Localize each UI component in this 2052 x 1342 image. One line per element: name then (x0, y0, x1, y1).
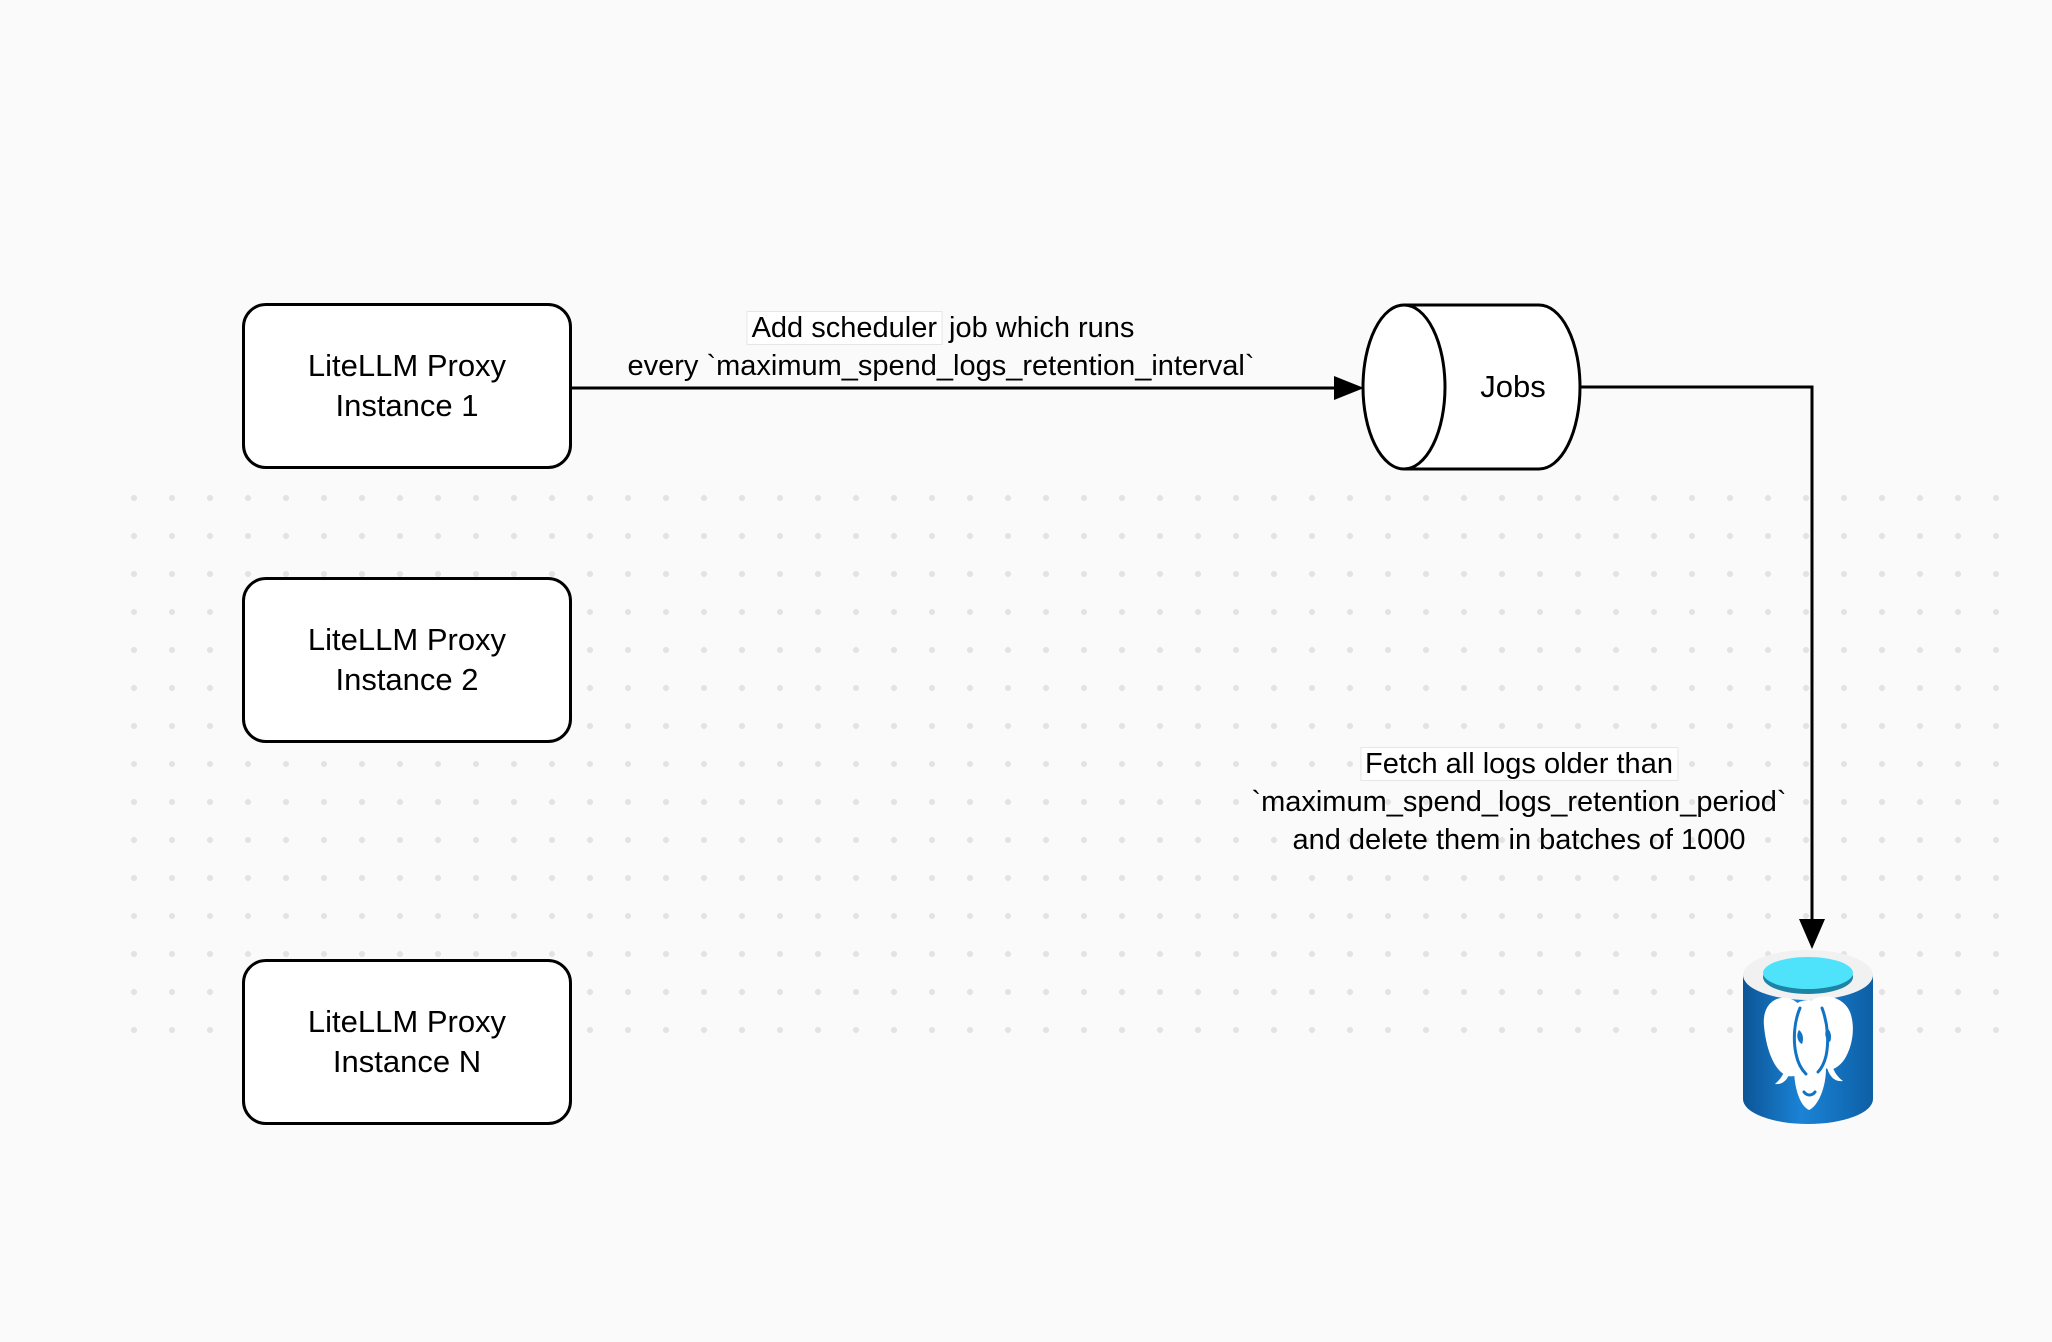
label-highlight-box: Fetch all logs older than (1361, 748, 1677, 780)
jobs-cylinder-shape (1361, 303, 1582, 471)
node-label-line1: LiteLLM Proxy (307, 348, 507, 383)
node-label-line2: Instance N (332, 1044, 482, 1079)
node-label-line2: Instance 1 (335, 388, 479, 423)
fetch-delete-connector (1580, 385, 1825, 949)
node-litellm-proxy-instance-1: LiteLLM Proxy Instance 1 (242, 303, 572, 469)
edge-label-line: Fetch all logs older than (1251, 745, 1786, 783)
node-litellm-proxy-instance-2: LiteLLM Proxy Instance 2 (242, 577, 572, 743)
postgresql-database-icon (1743, 950, 1873, 1124)
dot-grid-background (116, 479, 2016, 1045)
node-label-line2: Instance 2 (335, 662, 479, 697)
edge-label-line: `maximum_spend_logs_retention_period` (1251, 786, 1787, 818)
node-label-line1: LiteLLM Proxy (307, 622, 507, 657)
edge-label-line: and delete them in batches of 1000 (1292, 824, 1746, 856)
node-litellm-proxy-instance-n: LiteLLM Proxy Instance N (242, 959, 572, 1125)
node-jobs-label: Jobs (1480, 369, 1546, 404)
pg-opening-top (1763, 957, 1853, 989)
pg-elephant (1763, 996, 1853, 1110)
node-label-line1: LiteLLM Proxy (307, 1004, 507, 1039)
edge-label-fetch-delete: Fetch all logs older than `maximum_spend… (1251, 745, 1787, 859)
label-text: job which runs (940, 312, 1135, 344)
scheduler-arrow (572, 376, 1364, 400)
edge-label-line: every `maximum_spend_logs_retention_inte… (627, 350, 1255, 382)
edge-label-scheduler: Add scheduler job which runs every `maxi… (627, 309, 1255, 385)
edge-label-line: Add scheduler job which runs (627, 309, 1254, 347)
label-highlight-box: Add scheduler (747, 312, 941, 344)
